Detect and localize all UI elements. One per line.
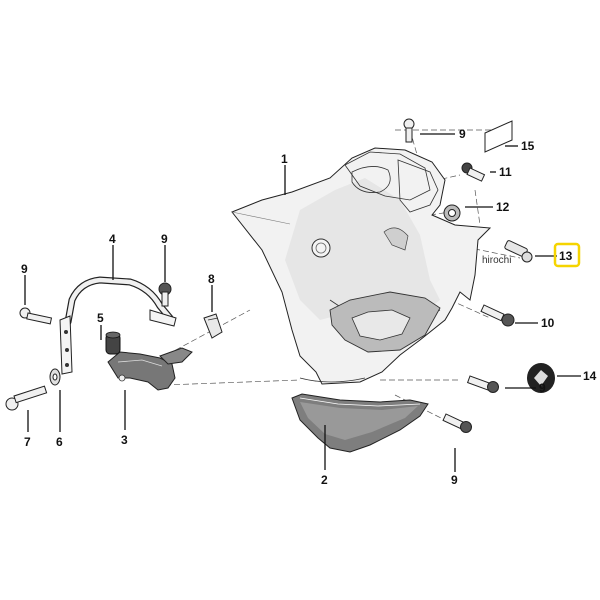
part-4-bracket-tube bbox=[59, 276, 177, 375]
callout-7[interactable]: 7 bbox=[24, 435, 31, 449]
bolt-7 bbox=[5, 385, 48, 411]
callout-14[interactable]: 14 bbox=[583, 369, 597, 383]
highlight-box-13 bbox=[553, 242, 581, 268]
callout-1[interactable]: 1 bbox=[281, 152, 288, 166]
washer-6 bbox=[49, 368, 61, 386]
screw-9-right bbox=[466, 375, 499, 393]
callout-10[interactable]: 10 bbox=[541, 316, 555, 330]
screw-9-bracket bbox=[158, 282, 172, 307]
screw-11 bbox=[461, 162, 486, 182]
callout-9-bracket[interactable]: 9 bbox=[161, 232, 168, 246]
callout-11[interactable]: 11 bbox=[499, 165, 512, 179]
leader-lines bbox=[24, 133, 581, 472]
part-3-mount-bracket bbox=[107, 347, 193, 391]
part-2-lower-cover bbox=[291, 393, 429, 453]
callout-9-bottom[interactable]: 9 bbox=[451, 473, 458, 487]
part-8-clip-nut bbox=[203, 313, 223, 339]
callout-4[interactable]: 4 bbox=[109, 232, 116, 246]
watermark-text: hirochi bbox=[482, 255, 511, 266]
callout-6[interactable]: 6 bbox=[56, 435, 63, 449]
part-1-fairing-panel bbox=[231, 147, 492, 385]
callout-15[interactable]: 15 bbox=[521, 139, 535, 153]
callout-3[interactable]: 3 bbox=[121, 433, 128, 447]
callout-2[interactable]: 2 bbox=[321, 473, 328, 487]
screws bbox=[5, 118, 533, 433]
screw-9-top bbox=[403, 118, 415, 143]
part-5-grommet bbox=[105, 331, 121, 355]
callout-9-top[interactable]: 9 bbox=[459, 127, 466, 141]
screw-9-bottom bbox=[442, 413, 472, 433]
washer-12 bbox=[443, 204, 461, 222]
screw-9-left bbox=[19, 307, 53, 325]
callout-8[interactable]: 8 bbox=[208, 272, 215, 286]
callout-9-right[interactable]: 9 bbox=[539, 381, 546, 395]
callout-13[interactable]: 13 bbox=[559, 249, 573, 263]
screw-10 bbox=[480, 304, 515, 327]
pin-13 bbox=[504, 240, 533, 263]
part-15-label-plate bbox=[484, 120, 513, 153]
callout-numbers: 1 2 3 4 5 6 7 8 9 9 9 9 9 10 11 12 13 14… bbox=[21, 127, 597, 487]
callout-12[interactable]: 12 bbox=[496, 200, 510, 214]
part-14-disc bbox=[527, 363, 555, 393]
callout-5[interactable]: 5 bbox=[97, 311, 104, 325]
callout-9-left[interactable]: 9 bbox=[21, 262, 28, 276]
